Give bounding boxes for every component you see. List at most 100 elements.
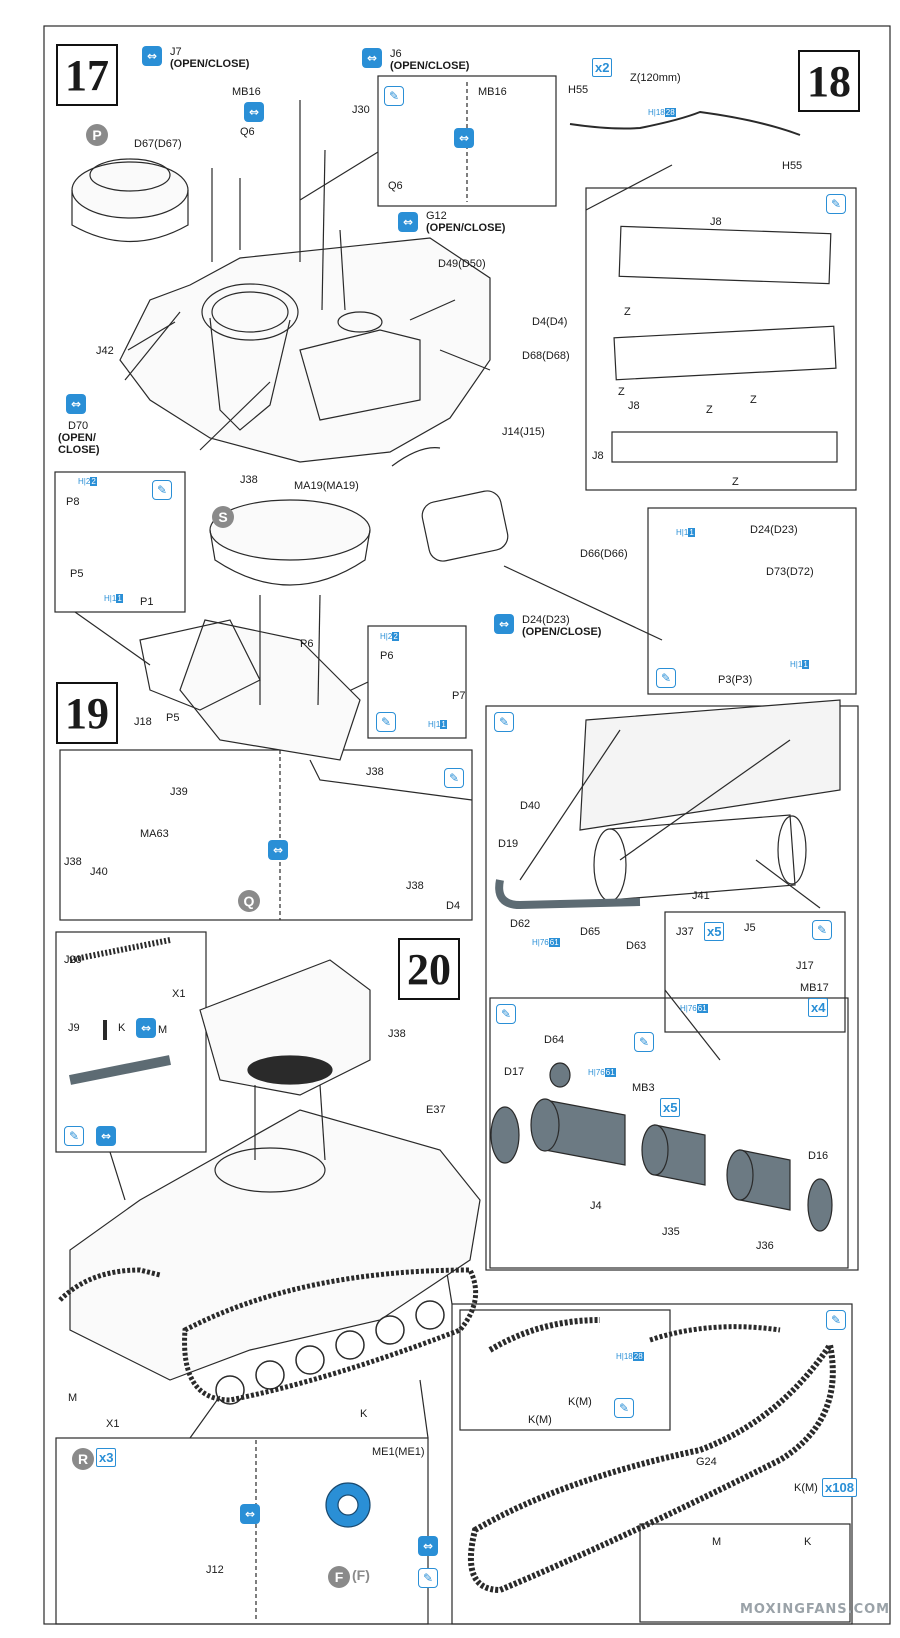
open-close-icon: ⇔	[268, 840, 288, 860]
label-mb16: MB16	[232, 86, 261, 98]
label-j36: J36	[756, 1240, 774, 1252]
inset-box-tracklink	[55, 931, 207, 1153]
label-z: Z	[624, 306, 631, 318]
label-mb17: MB17	[800, 982, 829, 994]
open-close-icon: ⇔	[96, 1126, 116, 1146]
label-mb3: MB3	[632, 1082, 655, 1094]
label-g12: G12	[426, 210, 447, 222]
glue-icon: ✎	[376, 712, 396, 732]
label-ma63: MA63	[140, 828, 169, 840]
label-k: K	[118, 1022, 126, 1034]
glue-icon: ✎	[496, 1004, 516, 1024]
label-j35: J35	[662, 1226, 680, 1238]
glue-icon: ✎	[614, 1398, 634, 1418]
glue-icon: ✎	[826, 1310, 846, 1330]
label-d63: D63	[626, 940, 647, 952]
label-km: K(M)	[528, 1414, 552, 1426]
label-me1: ME1(ME1)	[372, 1446, 425, 1458]
label-j4: J4	[590, 1200, 602, 1212]
label-p6: P6	[300, 638, 314, 650]
sprue-badge-s: S	[212, 506, 234, 528]
inset-box-hatch	[647, 507, 857, 695]
label-d49: D49(D50)	[438, 258, 486, 270]
label-h55: H55	[782, 160, 803, 172]
color-chip-h18-28: H|1828	[648, 108, 676, 117]
label-m: M	[68, 1392, 78, 1404]
open-close-icon: ⇔	[142, 46, 162, 66]
qty-mb17: x4	[808, 998, 829, 1017]
glue-icon: ✎	[812, 920, 832, 940]
glue-icon: ✎	[826, 194, 846, 214]
open-close-icon: ⇔	[418, 1536, 438, 1556]
label-j6-open: (OPEN/CLOSE)	[390, 60, 470, 72]
label-j8: J8	[592, 450, 604, 462]
label-z: Z	[618, 386, 625, 398]
label-d24-open: (OPEN/CLOSE)	[522, 626, 602, 638]
color-chip-h76-61: H|7661	[680, 1004, 708, 1013]
open-close-icon: ⇔	[240, 1504, 260, 1524]
open-close-icon: ⇔	[454, 128, 474, 148]
label-j8: J8	[628, 400, 640, 412]
glue-icon: ✎	[64, 1126, 84, 1146]
label-j12: J12	[206, 1564, 224, 1576]
label-g24: G24	[696, 1456, 717, 1468]
label-z: Z	[706, 404, 713, 416]
label-d73: D73(D72)	[766, 566, 814, 578]
label-p5: P5	[166, 712, 180, 724]
label-x1: X1	[172, 988, 186, 1000]
inset-box-towcables	[585, 187, 857, 491]
label-j38: J38	[240, 474, 258, 486]
label-ma19: MA19(MA19)	[294, 480, 359, 492]
label-j41: J41	[692, 890, 710, 902]
inset-box-mb16	[377, 75, 557, 207]
color-chip-h1-1: H|11	[104, 594, 123, 603]
label-p3: P3(P3)	[718, 674, 753, 686]
label-d65: D65	[580, 926, 601, 938]
label-j8: J8	[710, 216, 722, 228]
step-number-19: 19	[56, 682, 118, 744]
glue-icon: ✎	[444, 768, 464, 788]
sprue-badge-r: R	[72, 1448, 94, 1470]
label-d24-inset: D24(D23)	[750, 524, 798, 536]
label-j38: J38	[406, 880, 424, 892]
label-p8: P8	[66, 496, 80, 508]
label-j6: J6	[390, 48, 402, 60]
sprue-badge-f: F	[328, 1566, 350, 1588]
color-chip-h1-1: H|11	[790, 660, 809, 669]
label-p1: P1	[140, 596, 154, 608]
color-chip-h2-2: H|22	[78, 477, 97, 486]
label-k: K	[360, 1408, 368, 1420]
label-z120: Z(120mm)	[630, 72, 681, 84]
label-g12-open: (OPEN/CLOSE)	[426, 222, 506, 234]
label-j17: J17	[796, 960, 814, 972]
sprue-badge-f-alt: (F)	[352, 1567, 370, 1583]
label-j14: J14(J15)	[502, 426, 545, 438]
inset-box-km	[459, 1309, 671, 1431]
open-close-icon: ⇔	[66, 394, 86, 414]
color-chip-h1-1: H|11	[428, 720, 447, 729]
label-d64: D64	[544, 1034, 565, 1046]
label-p5: P5	[70, 568, 84, 580]
label-x1: X1	[106, 1418, 120, 1430]
color-chip-h76-61: H|7661	[588, 1068, 616, 1077]
label-d66: D66(D66)	[580, 548, 628, 560]
label-j40: J40	[90, 866, 108, 878]
watermark: MOXINGFANS.COM	[740, 1602, 891, 1617]
color-chip-h1-1: H|11	[676, 528, 695, 537]
label-j7: J7	[170, 46, 182, 58]
open-close-icon: ⇔	[398, 212, 418, 232]
color-chip-h2-2: H|22	[380, 632, 399, 641]
label-j38: J38	[388, 1028, 406, 1040]
label-d70-open: (OPEN/	[58, 432, 96, 444]
box-tracks	[451, 1303, 853, 1625]
glue-icon: ✎	[384, 86, 404, 106]
qty-mb3: x5	[660, 1098, 681, 1117]
inset-box-p8	[54, 471, 186, 613]
label-j7-open: (OPEN/CLOSE)	[170, 58, 250, 70]
label-d40: D40	[520, 800, 541, 812]
label-j9: J9	[68, 1022, 80, 1034]
step-number-18: 18	[798, 50, 860, 112]
qty-km: x108	[822, 1478, 857, 1497]
glue-icon: ✎	[418, 1568, 438, 1588]
open-close-icon: ⇔	[494, 614, 514, 634]
